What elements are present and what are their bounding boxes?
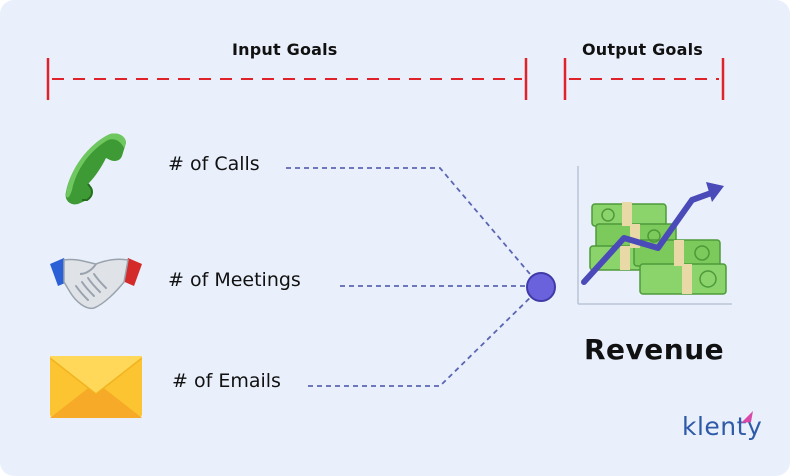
hub-node: [526, 272, 556, 302]
connector-emails: [308, 286, 542, 387]
input-goals-header: Input Goals: [232, 40, 338, 59]
connector-calls: [286, 167, 542, 288]
output-goals-bracket: [563, 58, 725, 100]
handshake-icon: [50, 258, 142, 310]
phone-icon: [65, 133, 126, 205]
input-label-calls: # of Calls: [168, 153, 260, 175]
klenty-logo-mark-icon: [741, 411, 753, 423]
input-label-meetings: # of Meetings: [168, 269, 301, 291]
input-goals-bracket: [46, 58, 528, 100]
output-goals-header: Output Goals: [582, 40, 704, 59]
input-label-emails: # of Emails: [172, 370, 281, 392]
revenue-label: Revenue: [584, 333, 725, 366]
envelope-icon: [50, 356, 142, 418]
money-growth-icon: [577, 166, 732, 305]
